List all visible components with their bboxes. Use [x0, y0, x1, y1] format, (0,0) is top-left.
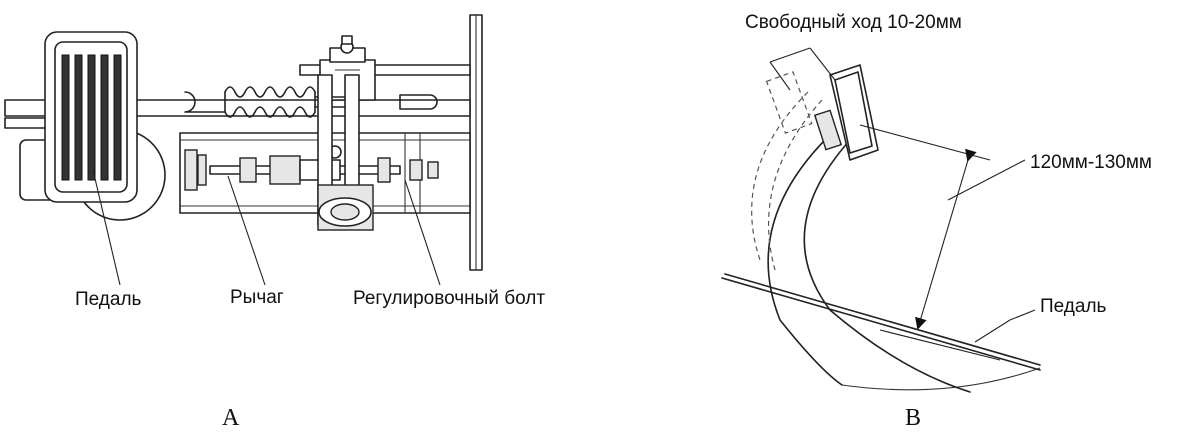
label-lever: Рычаг — [230, 287, 284, 308]
label-free-play: Свободный ход 10-20мм — [745, 12, 962, 33]
label-pedal-b: Педаль — [1040, 296, 1107, 317]
panel-b: Свободный ход 10-20мм 120мм-130мм Педаль… — [721, 12, 1152, 431]
pedal-arm — [767, 129, 971, 393]
panel-letter-a: A — [222, 405, 240, 431]
label-height-range: 120мм-130мм — [1030, 152, 1152, 173]
pedal-pad-a — [19, 31, 166, 221]
leaders-a — [92, 169, 441, 286]
label-pedal-a: Педаль — [75, 289, 142, 310]
panel-letter-b: B — [905, 405, 921, 431]
label-adjusting-bolt: Регулировочный болт — [353, 288, 545, 309]
clevis-assembly — [317, 74, 374, 231]
free-play-dimension — [769, 47, 836, 91]
floor-plate — [721, 273, 1041, 391]
pedal-arm-released — [751, 71, 823, 271]
pedal-pad-b — [813, 64, 879, 161]
panel-a: Педаль Рычаг Регулировочный болт A — [4, 14, 545, 431]
height-dimension — [859, 124, 1026, 361]
pedal-leader-b — [974, 309, 1036, 343]
mounting-plate — [469, 14, 483, 271]
